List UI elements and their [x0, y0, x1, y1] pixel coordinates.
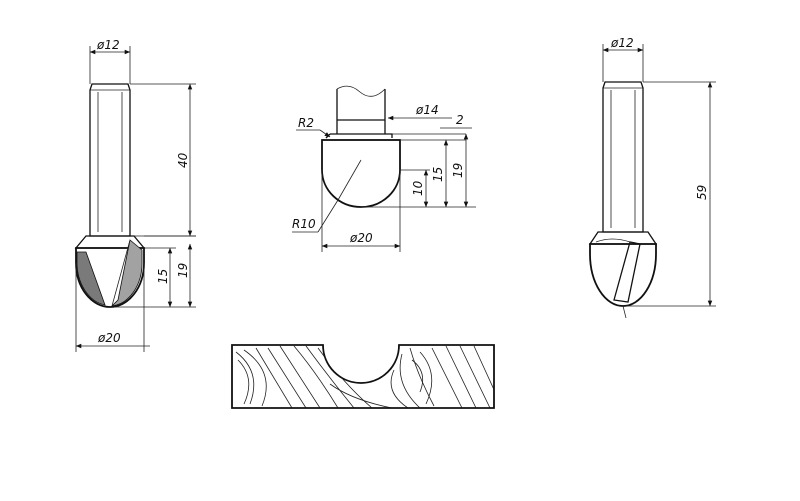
right-cutter-view: ø12 59: [588, 36, 716, 319]
left-length-label: 40: [176, 152, 190, 168]
center-dim-10-label: 10: [411, 180, 425, 196]
left-flute-dark: [76, 251, 106, 306]
right-shank: [602, 81, 644, 233]
center-fillet-label: R2: [298, 116, 314, 130]
left-dim-shank: ø12: [89, 38, 131, 84]
left-dim-cut-height: 19: [110, 235, 196, 308]
left-shank: [89, 83, 131, 237]
wood-workpiece: [231, 344, 495, 409]
left-dim-cut-diameter: ø20: [75, 263, 150, 352]
center-dim-step: 2: [392, 113, 472, 141]
center-dim-19-label: 19: [451, 163, 465, 178]
left-cut-height-label: 19: [176, 263, 190, 278]
right-collar: [588, 231, 658, 245]
center-dim-heights: 10 15 19: [361, 133, 476, 208]
center-shank-break: [336, 85, 386, 134]
center-radius-label: R10: [292, 217, 316, 231]
center-head: [321, 133, 401, 208]
left-cut-diameter-label: ø20: [97, 331, 121, 345]
center-dim-radius: R10: [292, 199, 339, 233]
left-shank-diameter-label: ø12: [96, 38, 120, 52]
center-dim-fillet: R2: [296, 116, 331, 138]
left-ball-head: [75, 239, 145, 308]
center-dim-cut-diameter: ø20: [321, 170, 401, 252]
center-profile-view: R2 ø14 2 10 15 19 R10: [292, 85, 476, 252]
left-radius-height-label: 15: [156, 269, 170, 284]
right-total-length-label: 59: [695, 185, 709, 200]
right-dim-total-length: 59: [626, 81, 716, 307]
wood-grain: [235, 345, 494, 408]
left-cutter-view: ø12 40 19 15 ø20: [74, 38, 196, 352]
right-ball-head: [589, 238, 657, 319]
right-shank-diameter-label: ø12: [610, 36, 634, 50]
center-neck-diameter-label: ø14: [415, 103, 439, 117]
center-step-label: 2: [456, 113, 464, 127]
right-dim-shank: ø12: [602, 36, 644, 82]
left-dim-radius-height: 15: [144, 247, 176, 308]
center-dim-15-label: 15: [431, 167, 445, 182]
left-dim-length: 40: [130, 83, 196, 237]
center-dim-neck: ø14: [387, 103, 452, 121]
center-cut-diameter-label: ø20: [349, 231, 373, 245]
